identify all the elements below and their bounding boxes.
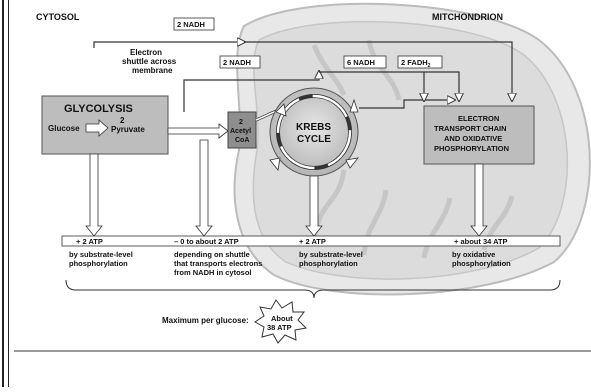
max-per-glucose-label: Maximum per glucose:: [162, 316, 249, 325]
desc-3b: phosphorylation: [299, 259, 358, 268]
etc-label-2: TRANSPORT CHAIN: [434, 124, 507, 133]
etc-label-3: AND OXIDATIVE: [444, 134, 502, 143]
glycolysis-title: GLYCOLYSIS: [64, 103, 133, 115]
desc-1a: by substrate-level: [69, 250, 133, 259]
fadh-box: [397, 55, 443, 69]
acetyl-coa-box: [227, 111, 257, 149]
nadh6-box: [343, 55, 387, 69]
shuttle-label-1: Electron: [130, 48, 162, 57]
acetyl-label: Acetyl: [230, 128, 251, 135]
nadh6-label: 6 NADH: [347, 58, 375, 67]
nadh-top-box: [173, 17, 215, 31]
nadh-top-label: 2 NADH: [177, 20, 205, 29]
atp-2: – 0 to about 2 ATP: [174, 237, 239, 246]
krebs-label-1: KREBS: [296, 122, 331, 133]
fadh-label: 2 FADH2: [401, 58, 431, 69]
krebs-label-2: CYCLE: [297, 134, 331, 145]
acetyl-num: 2: [239, 119, 243, 126]
diagram-frame: CYTOSOL MITCHONDRION 2 NADH Electron shu…: [14, 0, 591, 387]
pyruvate-to-acetyl-arrow: [167, 123, 229, 139]
krebs-to-etc-arrow: [359, 100, 454, 109]
desc-3a: by substrate-level: [299, 250, 363, 259]
shuttle-label-2: shuttle across: [122, 57, 177, 66]
left-border: [0, 0, 14, 387]
atp-4: + about 34 ATP: [454, 237, 508, 246]
desc-2a: depending on shuttle: [174, 250, 250, 259]
desc-4b: phosphorylation: [452, 259, 511, 268]
nadh-mid-arrows: [183, 72, 459, 112]
glucose-label: Glucose: [48, 124, 80, 133]
atp-3: + 2 ATP: [299, 237, 326, 246]
nadh-mid-box: [219, 55, 261, 69]
desc-1b: phosphorylation: [69, 259, 128, 268]
atp-burst: [254, 299, 308, 344]
cytosol-label: CYTOSOL: [36, 12, 80, 22]
nadh-mid-label: 2 NADH: [223, 58, 251, 67]
respiration-diagram: CYTOSOL MITCHONDRION 2 NADH Electron shu…: [14, 2, 591, 352]
atp-1: + 2 ATP: [76, 237, 103, 246]
shuttle-arrows: [93, 42, 512, 100]
atp-row: [61, 235, 561, 247]
desc-2c: from NADH in cytosol: [174, 268, 252, 277]
burst-line-1: About: [271, 314, 293, 323]
burst-line-2: 38 ATP: [267, 323, 292, 332]
desc-2b: that transports electrons: [174, 259, 262, 268]
summary-brace: [65, 279, 561, 299]
atp-arrows: [85, 139, 488, 237]
pyruvate-label: Pyruvate: [111, 125, 145, 134]
glycolysis-arrow: [85, 119, 109, 137]
etc-box: [423, 105, 535, 165]
mitochondrion-label: MITCHONDRION: [432, 12, 503, 22]
coa-label: CoA: [235, 137, 249, 144]
etc-label-1: ELECTRON: [458, 114, 499, 123]
pyruvate-num: 2: [120, 116, 125, 125]
desc-4a: by oxidative: [452, 250, 495, 259]
etc-label-4: PHOSPHORYLATION: [434, 144, 509, 153]
krebs-cycle: [269, 87, 359, 177]
shuttle-label-3: membrane: [132, 66, 173, 75]
